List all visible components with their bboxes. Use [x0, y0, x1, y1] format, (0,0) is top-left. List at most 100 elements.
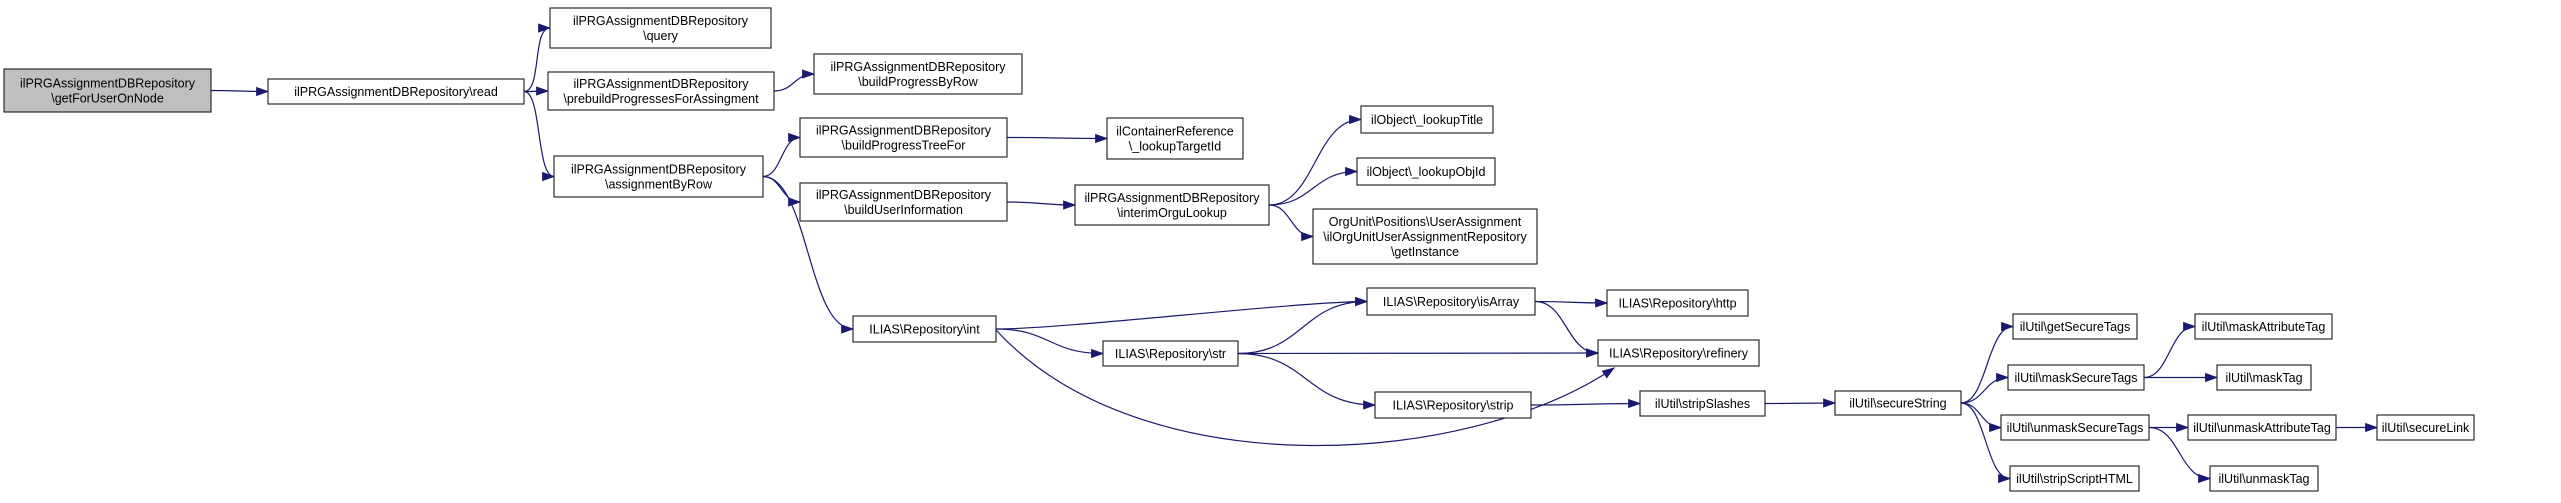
edge-str-to-refinery — [1237, 348, 1600, 358]
node-unmaskTag[interactable]: ilUtil\unmaskTag — [2209, 465, 2319, 492]
edge-assignmentByRow-to-int — [762, 175, 855, 334]
node-secureString[interactable]: ilUtil\secureString — [1834, 390, 1962, 416]
node-label-stripScriptHTML: ilUtil\stripScriptHTML — [2016, 472, 2133, 486]
node-label-lookupTargetId: ilContainerReference\_lookupTargetId — [1116, 125, 1233, 154]
edge-secureString-to-unmaskSecureTags — [1960, 402, 2003, 433]
graph-edges — [210, 23, 2379, 484]
node-label-assignmentByRow: ilPRGAssignmentDBRepository\assignmentBy… — [571, 163, 747, 192]
node-box-isArray — [1366, 287, 1536, 316]
node-box-unmaskAttributeTag — [2187, 414, 2337, 441]
node-box-maskTag — [2216, 364, 2312, 391]
node-label-getSecureTags: ilUtil\getSecureTags — [2020, 320, 2130, 334]
node-box-int — [852, 315, 997, 343]
node-assignmentByRow[interactable]: ilPRGAssignmentDBRepository\assignmentBy… — [553, 155, 764, 198]
node-lookupTargetId[interactable]: ilContainerReference\_lookupTargetId — [1106, 117, 1244, 160]
node-box-secureLink — [2376, 414, 2475, 441]
node-stripSlashes[interactable]: ilUtil\stripSlashes — [1639, 390, 1766, 417]
node-box-secureString — [1834, 390, 1962, 416]
node-label-buildProgressByRow: ilPRGAssignmentDBRepository\buildProgres… — [830, 60, 1006, 89]
node-box-buildProgressByRow — [813, 53, 1023, 95]
node-strip[interactable]: ILIAS\Repository\strip — [1374, 391, 1532, 419]
node-maskTag[interactable]: ilUtil\maskTag — [2216, 364, 2312, 391]
node-query[interactable]: ilPRGAssignmentDBRepository\query — [549, 7, 772, 49]
node-box-read — [267, 78, 525, 105]
node-prebuildProgressesForAssingment[interactable]: ilPRGAssignmentDBRepository\prebuildProg… — [547, 71, 775, 111]
edge-interimOrguLookup-to-getInstance — [1268, 204, 1315, 242]
node-label-lookupObjId: ilObject\_lookupObjId — [1367, 165, 1486, 179]
edge-stripSlashes-to-secureString — [1764, 398, 1837, 408]
node-box-buildUserInformation — [799, 182, 1008, 222]
node-unmaskSecureTags[interactable]: ilUtil\unmaskSecureTags — [2000, 414, 2150, 441]
node-label-strip: ILIAS\Repository\strip — [1393, 399, 1514, 413]
edge-secureString-to-stripScriptHTML — [1960, 402, 2012, 484]
node-maskSecureTags[interactable]: ilUtil\maskSecureTags — [2007, 364, 2145, 391]
node-http[interactable]: ILIAS\Repository\http — [1606, 289, 1749, 317]
node-refinery[interactable]: ILIAS\Repository\refinery — [1597, 339, 1760, 367]
node-label-buildProgressTreeFor: ilPRGAssignmentDBRepository\buildProgres… — [816, 124, 992, 153]
node-interimOrguLookup[interactable]: ilPRGAssignmentDBRepository\interimOrguL… — [1074, 184, 1270, 226]
node-maskAttributeTag[interactable]: ilUtil\maskAttributeTag — [2194, 313, 2333, 340]
edge-interimOrguLookup-to-lookupTitle — [1268, 114, 1363, 206]
node-label-stripSlashes: ilUtil\stripSlashes — [1655, 397, 1750, 411]
edge-strip-to-stripSlashes — [1530, 398, 1642, 409]
edge-unmaskSecureTags-to-unmaskTag — [2148, 426, 2212, 484]
node-box-refinery — [1597, 339, 1760, 367]
node-label-str: ILIAS\Repository\str — [1115, 347, 1226, 361]
edge-read-to-prebuildProgressesForAssingment — [523, 86, 550, 96]
edge-buildProgressTreeFor-to-lookupTargetId — [1006, 133, 1109, 144]
node-box-lookupTitle — [1360, 105, 1494, 134]
edge-prebuildProgressesForAssingment-to-buildProgressByRow — [773, 69, 816, 92]
edge-str-to-isArray — [1237, 296, 1369, 355]
node-box-getInstance — [1312, 208, 1538, 265]
node-label-interimOrguLookup: ilPRGAssignmentDBRepository\interimOrguL… — [1084, 191, 1260, 220]
edge-read-to-assignmentByRow — [523, 90, 556, 182]
node-box-maskAttributeTag — [2194, 313, 2333, 340]
node-label-http: ILIAS\Repository\http — [1618, 297, 1736, 311]
node-box-str — [1102, 340, 1239, 367]
node-box-lookupTargetId — [1106, 117, 1244, 160]
node-label-isArray: ILIAS\Repository\isArray — [1383, 295, 1520, 309]
node-str[interactable]: ILIAS\Repository\str — [1102, 340, 1239, 367]
edge-isArray-to-refinery — [1534, 300, 1600, 358]
node-unmaskAttributeTag[interactable]: ilUtil\unmaskAttributeTag — [2187, 414, 2337, 441]
node-int[interactable]: ILIAS\Repository\int — [852, 315, 997, 343]
node-box-maskSecureTags — [2007, 364, 2145, 391]
edge-getForUserOnNode-to-read — [210, 86, 270, 97]
node-label-lookupTitle: ilObject\_lookupTitle — [1371, 113, 1483, 127]
node-label-refinery: ILIAS\Repository\refinery — [1609, 347, 1749, 361]
node-label-read: ilPRGAssignmentDBRepository\read — [294, 85, 498, 99]
edge-isArray-to-http — [1534, 298, 1609, 308]
node-label-maskAttributeTag: ilUtil\maskAttributeTag — [2202, 320, 2326, 334]
node-box-buildProgressTreeFor — [799, 117, 1008, 158]
node-buildUserInformation[interactable]: ilPRGAssignmentDBRepository\buildUserInf… — [799, 182, 1008, 222]
node-buildProgressTreeFor[interactable]: ilPRGAssignmentDBRepository\buildProgres… — [799, 117, 1008, 158]
node-box-getForUserOnNode — [3, 68, 212, 113]
node-isArray[interactable]: ILIAS\Repository\isArray — [1366, 287, 1536, 316]
node-stripScriptHTML[interactable]: ilUtil\stripScriptHTML — [2009, 465, 2140, 492]
node-getSecureTags[interactable]: ilUtil\getSecureTags — [2012, 313, 2138, 340]
node-label-maskSecureTags: ilUtil\maskSecureTags — [2015, 371, 2138, 385]
node-label-secureLink: ilUtil\secureLink — [2382, 421, 2470, 435]
node-getForUserOnNode: ilPRGAssignmentDBRepository\getForUserOn… — [3, 68, 212, 113]
node-lookupObjId[interactable]: ilObject\_lookupObjId — [1356, 157, 1496, 186]
edge-assignmentByRow-to-buildUserInformation — [762, 175, 802, 207]
node-read[interactable]: ilPRGAssignmentDBRepository\read — [267, 78, 525, 105]
node-box-getSecureTags — [2012, 313, 2138, 340]
node-label-getForUserOnNode: ilPRGAssignmentDBRepository\getForUserOn… — [20, 77, 196, 106]
node-box-lookupObjId — [1356, 157, 1496, 186]
node-box-stripSlashes — [1639, 390, 1766, 417]
node-lookupTitle[interactable]: ilObject\_lookupTitle — [1360, 105, 1494, 134]
node-label-unmaskAttributeTag: ilUtil\unmaskAttributeTag — [2193, 421, 2331, 435]
node-buildProgressByRow[interactable]: ilPRGAssignmentDBRepository\buildProgres… — [813, 53, 1023, 95]
node-secureLink[interactable]: ilUtil\secureLink — [2376, 414, 2475, 441]
edge-secureString-to-maskSecureTags — [1960, 372, 2010, 404]
edge-read-to-query — [523, 23, 552, 93]
node-box-http — [1606, 289, 1749, 317]
node-label-unmaskSecureTags: ilUtil\unmaskSecureTags — [2007, 421, 2144, 435]
node-label-maskTag: ilUtil\maskTag — [2225, 371, 2302, 385]
node-getInstance[interactable]: OrgUnit\Positions\UserAssignment\ilOrgUn… — [1312, 208, 1538, 265]
node-box-query — [549, 7, 772, 49]
node-label-getInstance: OrgUnit\Positions\UserAssignment\ilOrgUn… — [1323, 215, 1527, 259]
edge-secureString-to-getSecureTags — [1960, 321, 2015, 404]
